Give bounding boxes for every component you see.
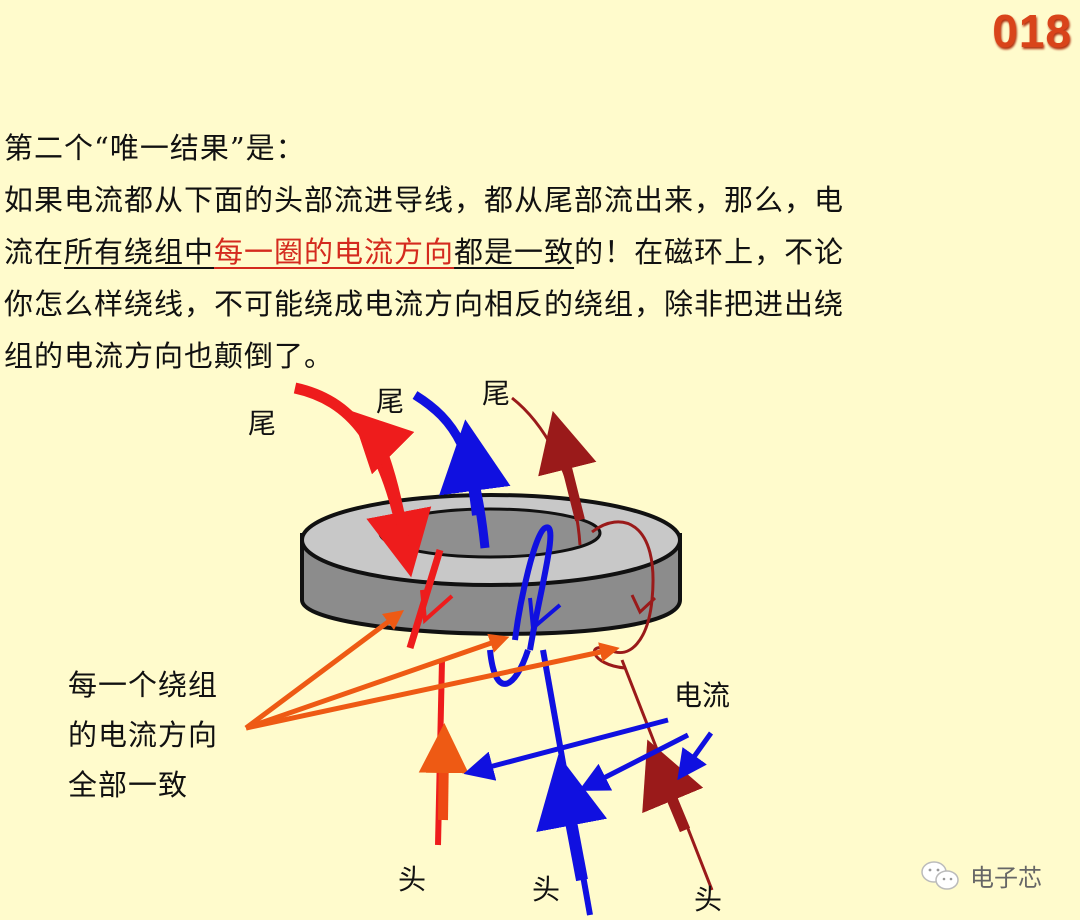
highlighted-red-text: 每一圈的电流方向 [214,235,455,269]
tail-label-darkred: 尾 [482,377,511,410]
paragraph-line-5: 组的电流方向也颠倒了。 [4,339,335,373]
toroid-core [300,493,682,636]
explanation-paragraph: 第二个“唯一结果”是： 如果电流都从下面的头部流进导线，都从尾部流出来，那么，电… [4,122,984,382]
watermark-text: 电子芯 [970,864,1042,892]
watermark: 电子芯 [920,858,1042,893]
head-label-blue: 头 [532,873,561,906]
winding-direction-note: 每一个绕组 的电流方向 全部一致 [68,660,218,810]
note-line-1: 每一个绕组 [68,668,219,702]
text-segment: 的！在磁环上，不论 [574,235,845,269]
note-line-3: 全部一致 [68,768,189,802]
current-label: 电流 [674,679,731,712]
paragraph-line-4: 你怎么样绕线，不可能绕成电流方向相反的绕组，除非把进出绕 [4,287,845,321]
paragraph-line-2: 如果电流都从下面的头部流进导线，都从尾部流出来，那么，电 [4,183,845,217]
head-label-red: 头 [398,863,427,896]
underlined-text: 都是一致 [454,235,575,269]
head-label-darkred: 头 [694,883,723,916]
note-line-2: 的电流方向 [68,718,219,752]
underlined-text: 所有绕组中 [64,235,215,269]
paragraph-line-1: 第二个“唯一结果”是： [4,131,306,165]
tail-label-blue: 尾 [376,385,405,418]
tail-label-red: 尾 [248,407,277,440]
paragraph-line-3: 流在所有绕组中每一圈的电流方向都是一致的！在磁环上，不论 [4,226,984,278]
wechat-icon [921,860,959,890]
slide-number: 018 [992,5,1072,57]
text-segment: 流在 [4,235,65,269]
